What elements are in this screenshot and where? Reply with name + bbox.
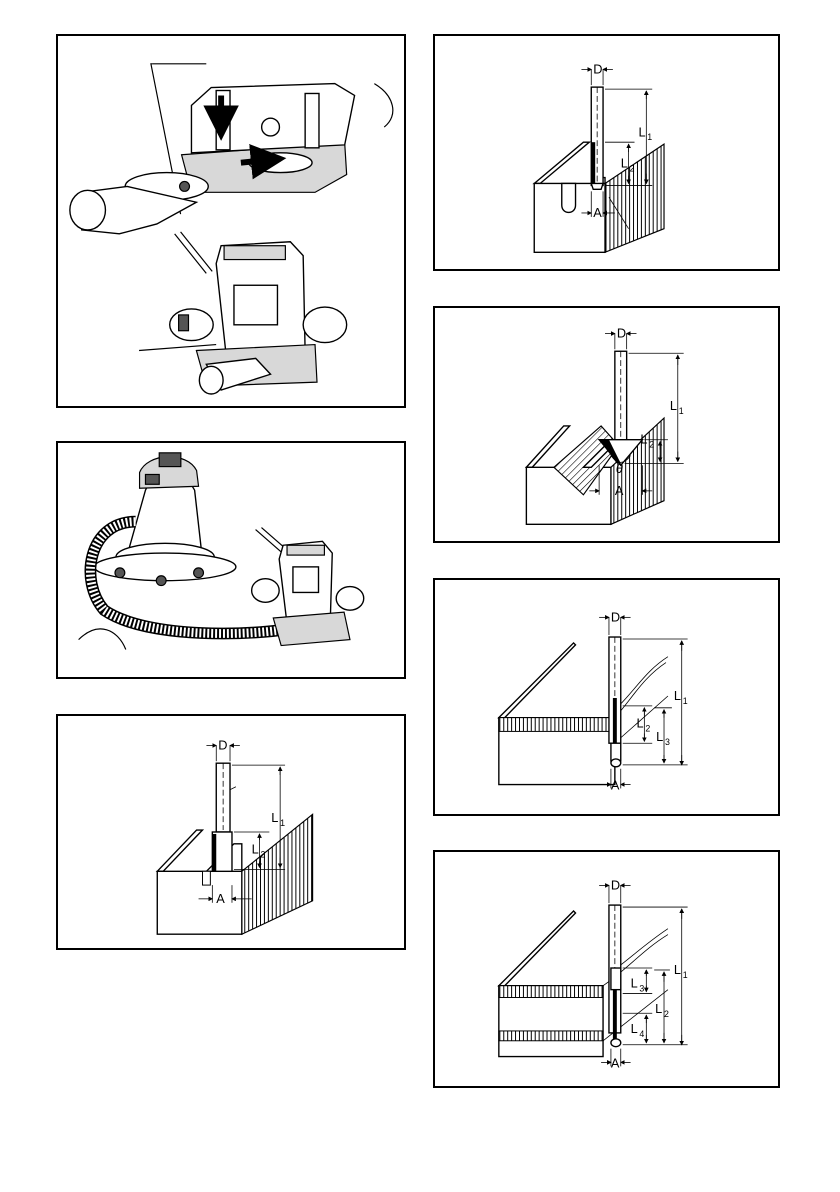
- dim-label-l1: L: [674, 962, 681, 977]
- vacuum-cleaner-illustration: [58, 443, 404, 677]
- dim-label-l2: L: [636, 715, 643, 730]
- dim-label-l1-sub: 1: [647, 132, 652, 142]
- figure-straight-bit: D L 1 L 2 A: [56, 714, 406, 950]
- dim-label-d: D: [611, 877, 620, 892]
- dim-label-l2: L: [655, 1001, 662, 1016]
- dim-label-l3-sub: 3: [665, 737, 670, 747]
- dim-label-l3: L: [656, 729, 663, 744]
- dim-label-a: A: [216, 891, 225, 906]
- figure-double-flush-trim-bit: D L 1 L 3 L 2 L 4 A: [433, 850, 780, 1088]
- dim-label-l1-sub: 1: [683, 970, 688, 980]
- dim-label-a: A: [615, 483, 624, 498]
- dim-label-l1: L: [670, 398, 677, 413]
- dim-label-l1-sub: 1: [280, 818, 285, 828]
- flush-trim-bit-diagram: D L 1 L 2 L 3 A: [435, 580, 778, 814]
- straight-bit-diagram: D L 1 L 2 A: [58, 716, 404, 948]
- dim-label-d: D: [218, 737, 227, 752]
- dim-label-l2: L: [640, 432, 647, 447]
- dim-label-l3-sub: 3: [639, 984, 644, 994]
- dim-label-l1: L: [271, 810, 278, 825]
- dim-label-l2-sub: 2: [630, 164, 635, 174]
- u-groove-bit-diagram: D L 1 L 2 A: [435, 36, 778, 269]
- dim-label-l4-sub: 4: [639, 1029, 644, 1039]
- dim-label-a: A: [593, 205, 602, 220]
- figure-vacuum-connection: [56, 441, 406, 679]
- v-groove-bit-diagram: D L 1 L 2 θ A: [435, 308, 778, 541]
- dim-label-d: D: [611, 609, 620, 624]
- dim-label-l2-sub: 2: [260, 850, 265, 860]
- dim-label-l2-sub: 2: [645, 723, 650, 733]
- dim-label-l1-sub: 1: [683, 696, 688, 706]
- dim-label-d: D: [617, 325, 626, 340]
- dim-label-theta: θ: [616, 461, 623, 476]
- figure-flush-trim-bit: D L 1 L 2 L 3 A: [433, 578, 780, 816]
- dim-label-l1-sub: 1: [679, 406, 684, 416]
- dim-label-l2: L: [621, 156, 628, 171]
- dim-label-l1: L: [674, 688, 681, 703]
- dim-label-a: A: [611, 1055, 620, 1070]
- figure-v-groove-bit: D L 1 L 2 θ A: [433, 306, 780, 543]
- dim-label-l2: L: [252, 842, 259, 857]
- dim-label-d: D: [593, 61, 602, 76]
- figure-u-groove-bit: D L 1 L 2 A: [433, 34, 780, 271]
- dim-label-l4: L: [631, 1021, 638, 1036]
- double-flush-trim-bit-diagram: D L 1 L 3 L 2 L 4 A: [435, 852, 778, 1086]
- dim-label-l2-sub: 2: [649, 440, 654, 450]
- dim-label-l3: L: [631, 976, 638, 991]
- router-dust-nozzle-illustration: [58, 36, 404, 406]
- dim-label-l1: L: [638, 124, 645, 139]
- figure-dust-nozzle: [56, 34, 406, 408]
- dim-label-a: A: [611, 777, 620, 792]
- dim-label-l2-sub: 2: [664, 1009, 669, 1019]
